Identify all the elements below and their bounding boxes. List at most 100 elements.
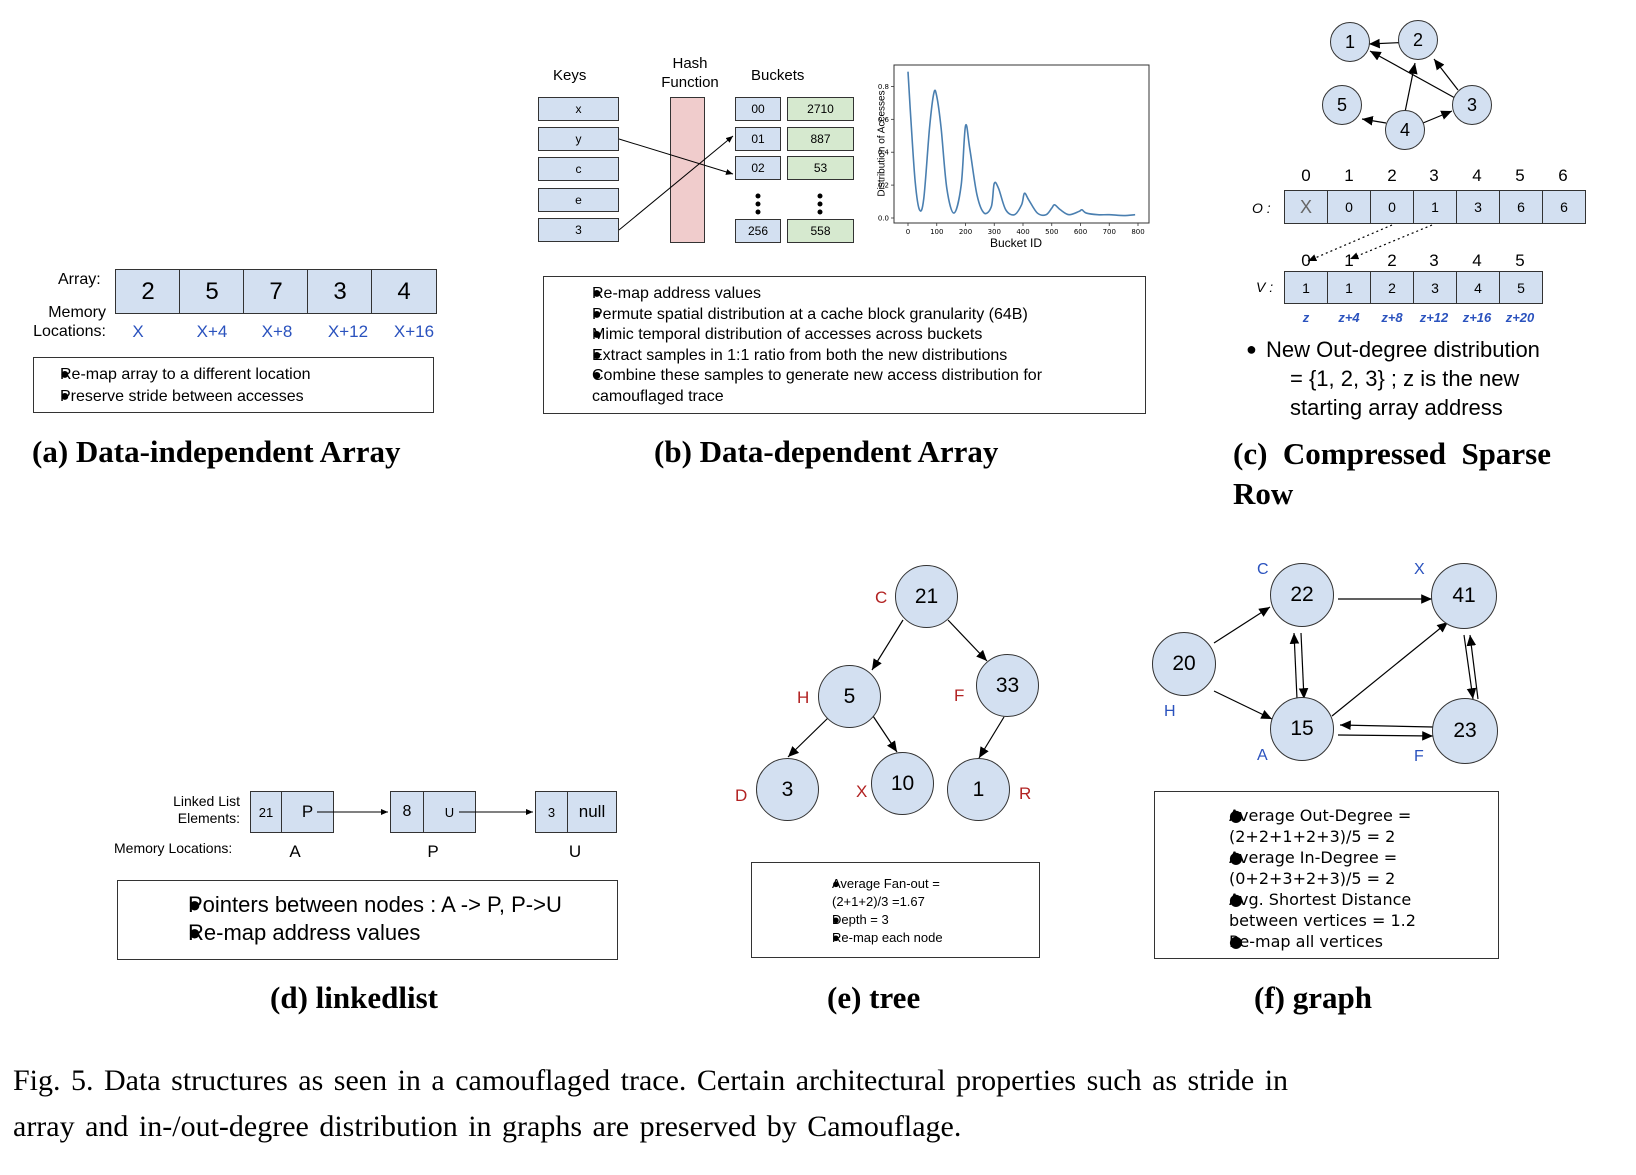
memory-label: Memory Locations: (30, 303, 106, 341)
x-tick-label: 400 (1016, 228, 1029, 236)
memory-locations-label: Memory Locations: (114, 840, 233, 856)
hash-header-line-2: Function (661, 74, 719, 91)
note-item: Re-map each node (832, 930, 943, 945)
note-item: Average In-Degree = (0+2+3+2+3)/5 = 2 (1229, 848, 1398, 888)
panel-f-notes: Average Out-Degree = (2+2+1+2+3)/5 = 2 A… (1154, 791, 1499, 959)
memory-label-line-1: Memory (48, 304, 106, 321)
ll-node-2-pointer: null (567, 791, 617, 833)
note-item: Re-map address values (188, 920, 421, 945)
v-index-0: 0 (1301, 251, 1311, 270)
caption-a: (a) Data-independent Array (32, 434, 401, 469)
note-item: Mimic temporal distribution of accesses … (592, 326, 983, 343)
figure-caption-line-1: Fig. 5. Data structures as seen in a cam… (13, 1064, 1289, 1097)
v-index-1: 1 (1344, 251, 1354, 270)
o-cell-2: 0 (1370, 190, 1414, 224)
o-index-4: 4 (1472, 166, 1482, 185)
graph-node-20: 20 (1152, 632, 1216, 696)
bucket-id-3: 256 (735, 219, 781, 243)
tree-node-33: 33 (976, 654, 1039, 717)
array-cell-3: 3 (307, 269, 373, 314)
tree-label-h: H (797, 688, 810, 707)
panel-a-notes: Re-map array to a different location Pre… (33, 357, 434, 413)
graph-label-h: H (1164, 703, 1176, 720)
o-index-0: 0 (1301, 166, 1311, 185)
o-index-3: 3 (1429, 166, 1439, 185)
graph-node-41: 41 (1431, 563, 1497, 629)
tree-node-21: 21 (895, 565, 958, 628)
note-item: Average Out-Degree = (2+2+1+2+3)/5 = 2 (1229, 806, 1412, 846)
tree-node-10: 10 (871, 752, 934, 815)
note-item: Depth = 3 (832, 912, 889, 927)
array-cell-1: 5 (179, 269, 245, 314)
tree-label-d: D (735, 786, 748, 805)
elements-label-line-2: Elements: (177, 810, 240, 826)
caption-c-line-2: Row (1233, 476, 1294, 511)
x-tick-label: 700 (1103, 228, 1116, 236)
key-cell-3: e (538, 188, 619, 212)
hash-function-header: Hash Function (650, 54, 730, 92)
graph-node-23: 23 (1432, 698, 1498, 764)
figure-caption: Fig. 5. Data structures as seen in a cam… (13, 1058, 1288, 1150)
v-cell-0: 1 (1284, 271, 1328, 304)
panel-e-notes: Average Fan-out = (2+1+2)/3 =1.67 Depth … (751, 862, 1040, 958)
ellipsis-dots-ids (755, 193, 761, 215)
note-item: Average Fan-out = (2+1+2)/3 =1.67 (832, 876, 940, 909)
v-cell-2: 2 (1370, 271, 1414, 304)
memory-label-line-2: Locations: (33, 323, 106, 340)
x-tick-label: 200 (959, 228, 972, 236)
o-index-1: 1 (1344, 166, 1354, 185)
o-cell-6: 6 (1542, 190, 1586, 224)
o-index-6: 6 (1558, 166, 1568, 185)
v-address-3: z+12 (1419, 310, 1449, 325)
y-tick-label: 0.6 (878, 116, 890, 124)
bucket-count-2: 53 (787, 156, 854, 180)
graph-node-22: 22 (1270, 563, 1334, 627)
tree-node-1: 1 (947, 758, 1010, 821)
key-cell-2: c (538, 157, 619, 181)
v-address-5: z+20 (1505, 310, 1535, 325)
array-label: Array: (58, 271, 101, 288)
o-cell-3: 1 (1413, 190, 1457, 224)
v-address-2: z+8 (1381, 310, 1403, 325)
distribution-line (907, 71, 1136, 217)
csr-node-3: 3 (1452, 85, 1492, 125)
note-item: Re-map address values (592, 285, 761, 302)
o-index-5: 5 (1515, 166, 1525, 185)
panel-b-notes: Re-map address values Permute spatial di… (543, 276, 1146, 414)
v-index-5: 5 (1515, 251, 1525, 270)
bucket-count-1: 887 (787, 127, 854, 151)
graph-label-a: A (1257, 747, 1268, 764)
v-index-4: 4 (1472, 251, 1482, 270)
v-index-3: 3 (1429, 251, 1439, 270)
ll-location-2: U (568, 842, 582, 861)
csr-note: ●New Out-degree distribution = {1, 2, 3}… (1246, 337, 1540, 420)
x-tick-label: 500 (1045, 228, 1058, 236)
graph-node-15: 15 (1270, 697, 1334, 761)
tree-label-f: F (954, 686, 965, 705)
array-location-0: X (132, 322, 144, 341)
v-cell-5: 5 (1499, 271, 1543, 304)
o-cell-1: 0 (1327, 190, 1371, 224)
bucket-id-0: 00 (735, 97, 781, 121)
v-cell-1: 1 (1327, 271, 1371, 304)
bucket-count-3: 558 (787, 219, 854, 243)
caption-b: (b) Data-dependent Array (654, 434, 999, 469)
array-cell-0: 2 (115, 269, 181, 314)
array-location-3: X+12 (327, 322, 369, 341)
o-cell-0: X (1284, 190, 1328, 224)
tree-label-c: C (875, 588, 888, 607)
hash-function-block (670, 97, 705, 243)
caption-c: (c) Compressed Sparse Row (1233, 434, 1551, 514)
note-item: Preserve stride between accesses (60, 388, 304, 405)
note-item: Pointers between nodes : A -> P, P->U (188, 892, 562, 917)
ll-node-2-value: 3 (535, 791, 568, 833)
o-index-2: 2 (1387, 166, 1397, 185)
caption-e: (e) tree (827, 980, 921, 1015)
key-cell-0: x (538, 97, 619, 121)
tree-label-r: R (1019, 784, 1032, 803)
hash-header-line-1: Hash (672, 55, 708, 72)
array-cell-2: 7 (243, 269, 309, 314)
